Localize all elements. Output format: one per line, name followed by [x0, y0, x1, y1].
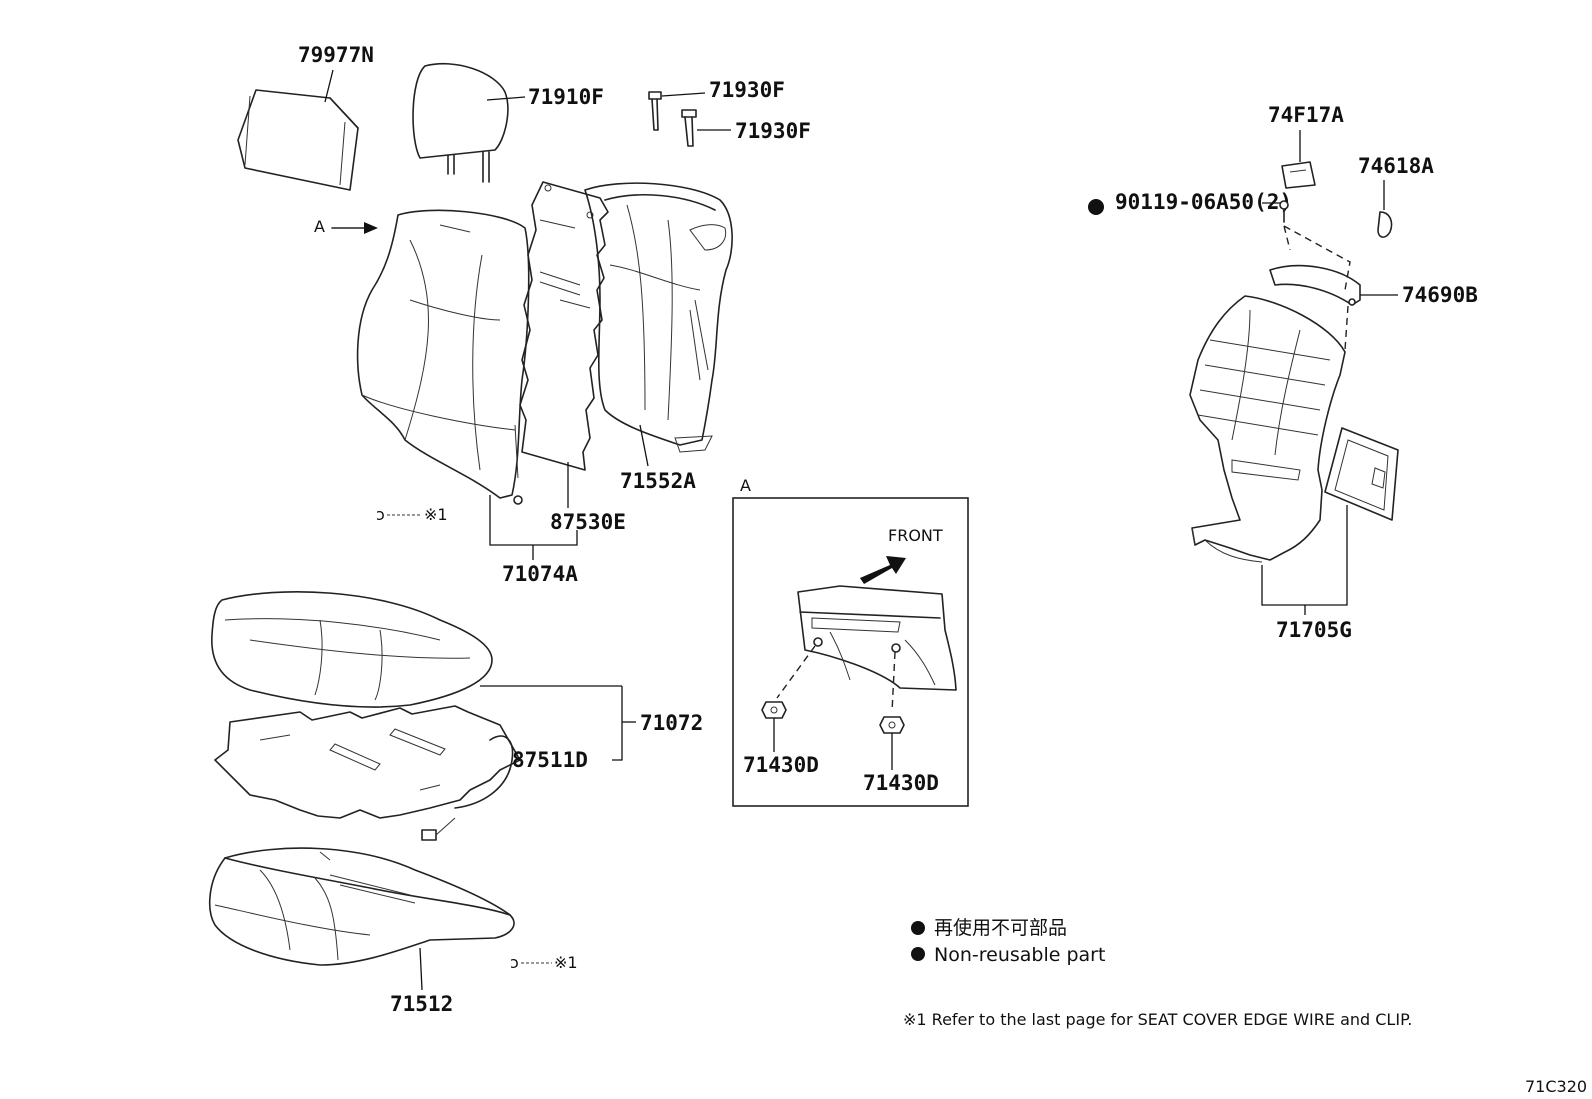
label-79977n: 79977N [298, 43, 374, 67]
label-71930f-top: 71930F [709, 78, 785, 102]
legend-jp: 再使用不可部品 [934, 917, 1067, 939]
label-71705g: 71705G [1276, 618, 1352, 642]
seat-cushion-heater-illustration [214, 705, 521, 841]
legend-dot-jp [911, 921, 925, 935]
front-arrow-icon [860, 556, 906, 584]
label-87511d: 87511D [512, 748, 588, 772]
label-74618a: 74618A [1358, 154, 1434, 178]
figure-code: 71C320 [1525, 1077, 1587, 1096]
legend-en: Non-reusable part [934, 944, 1105, 966]
headrest-support-illustration-2 [681, 109, 697, 147]
seat-back-board-illustration [1189, 295, 1346, 563]
seat-back-heater-illustration [519, 181, 609, 471]
headrest-support-illustration-1 [648, 91, 662, 131]
leader-71910f [486, 96, 526, 101]
detail-dash-left [776, 645, 816, 699]
label-71430d-left: 71430D [743, 753, 819, 777]
board-74f17a-illustration [1281, 161, 1316, 189]
seat-back-pad-illustration [584, 182, 733, 453]
bar-74690b-illustration [1269, 264, 1361, 306]
label-71430d-right: 71430D [863, 771, 939, 795]
label-71072: 71072 [640, 711, 703, 735]
view-arrow-head [364, 222, 378, 234]
wire-ref-label-2: ※1 [554, 953, 578, 972]
side-panel-illustration [1324, 427, 1399, 521]
detail-dash-right [891, 651, 896, 713]
detail-seat-rail-illustration [797, 585, 957, 691]
seat-cushion-cover-illustration [211, 591, 493, 708]
label-71552a: 71552A [620, 469, 696, 493]
seat-cushion-pad-illustration [209, 847, 515, 966]
headrest-illustration [412, 62, 509, 183]
label-71074a: 71074A [502, 562, 578, 586]
screw-illustration [1279, 200, 1289, 223]
wire-ref-symbol-1: ↄ [376, 505, 385, 524]
wire-ref-symbol-2: ↄ [510, 953, 519, 972]
bar-dash-guide [1344, 305, 1349, 351]
detail-view-title: A [740, 476, 751, 495]
leader-71512 [419, 947, 423, 991]
label-screw: 90119-06A50(2) [1115, 190, 1292, 214]
label-74690b: 74690B [1402, 283, 1478, 307]
nut-right-icon [879, 716, 905, 734]
leader-71705g [1261, 505, 1348, 606]
label-71512: 71512 [390, 992, 453, 1016]
detail-front-label: FRONT [888, 526, 943, 545]
leader-71930f-top [661, 92, 706, 97]
leader-71552a [639, 424, 649, 467]
nut-left-icon [761, 701, 787, 719]
screw-dash-guide [1283, 225, 1351, 291]
detail-view-frame [732, 497, 969, 807]
seat-back-cover-illustration [356, 209, 530, 505]
view-arrow-label: A [314, 217, 325, 236]
leader-79977n [324, 69, 334, 103]
cover-74618a-illustration [1377, 211, 1393, 238]
headrest-cover-illustration [237, 89, 359, 191]
label-74f17a: 74F17A [1268, 103, 1344, 127]
leader-71072-bracket [612, 686, 623, 761]
label-71910f: 71910F [528, 85, 604, 109]
label-71930f-bottom: 71930F [735, 119, 811, 143]
non-reusable-marker [1088, 199, 1104, 215]
note-wire-reference: ※1 Refer to the last page for SEAT COVER… [903, 1010, 1412, 1029]
label-87530e: 87530E [550, 510, 626, 534]
legend-dot-en [911, 947, 925, 961]
wire-ref-label-1: ※1 [424, 505, 448, 524]
